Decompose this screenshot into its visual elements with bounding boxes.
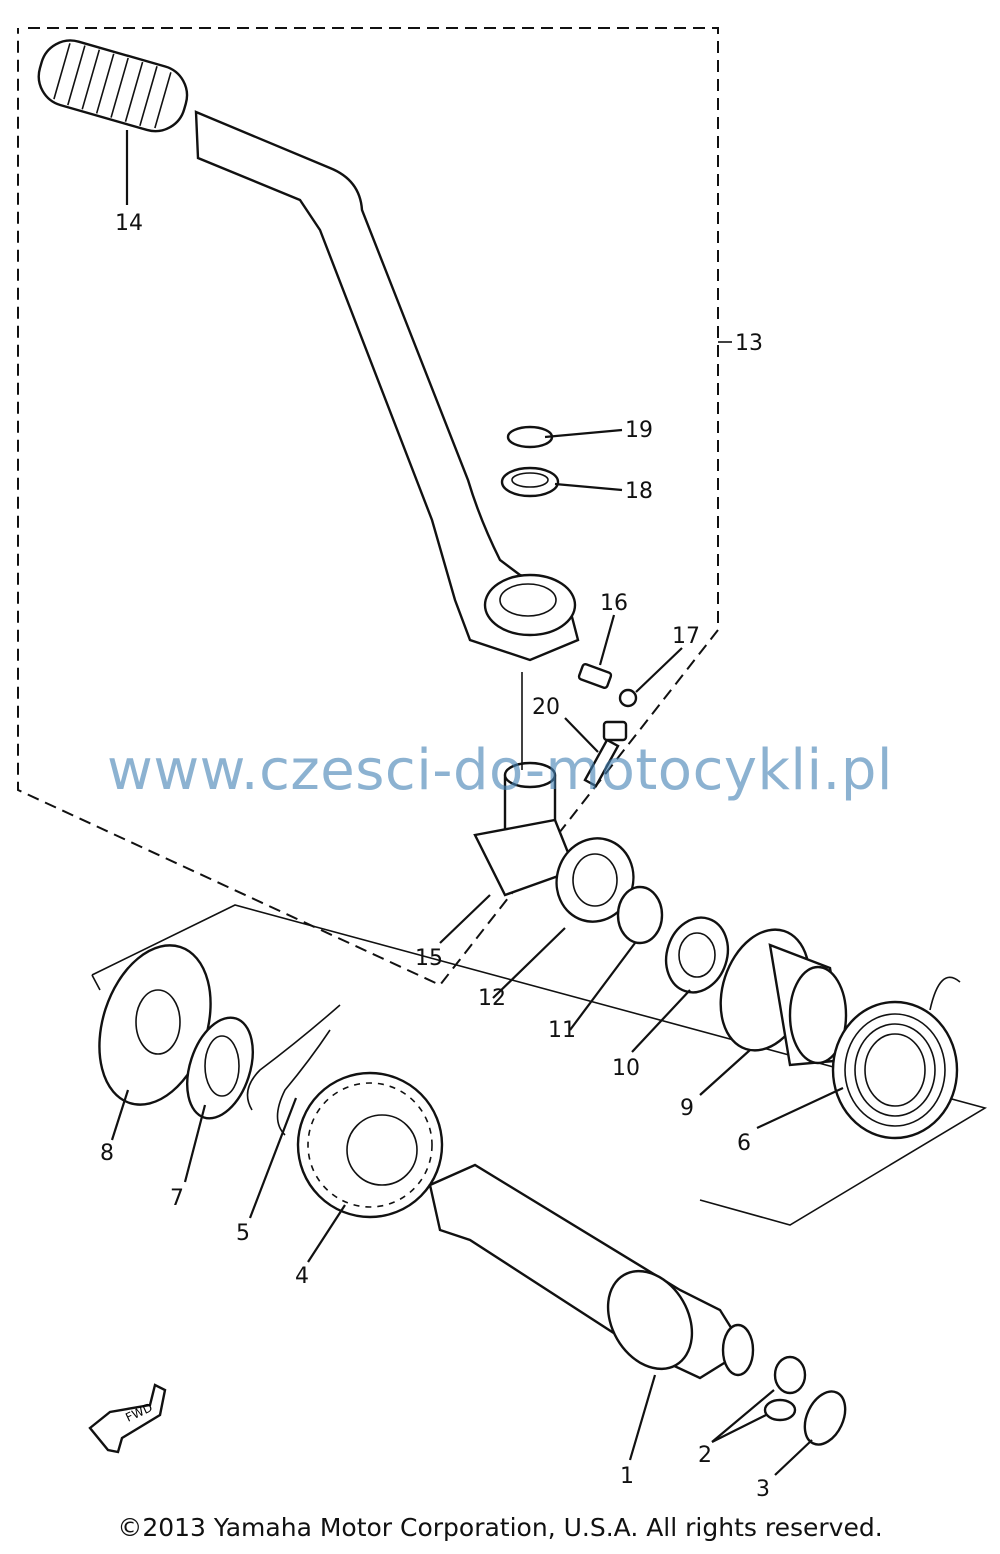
- forward-arrow-icon: [88, 1383, 167, 1454]
- kick-gear-4-inner: [346, 1114, 418, 1186]
- part-label-3: 3: [756, 1477, 770, 1502]
- axle-assembly-outline: [91, 904, 988, 1226]
- axle-assembly-outline-left: [91, 974, 101, 991]
- part-label-16: 16: [600, 591, 628, 616]
- part-label-2: 2: [698, 1443, 712, 1468]
- part-label-8: 8: [100, 1141, 114, 1166]
- part-label-7: 7: [170, 1186, 184, 1211]
- washer-7: [186, 1016, 254, 1120]
- part-label-17: 17: [672, 624, 700, 649]
- washer-7-hole: [204, 1035, 240, 1097]
- part-label-1: 1: [620, 1464, 634, 1489]
- clip-5: [246, 1004, 341, 1136]
- circlip-3: [803, 1390, 847, 1446]
- torsion-spring-6: [831, 1000, 959, 1140]
- washer-18-hole: [511, 472, 549, 488]
- part-label-19: 19: [625, 418, 653, 443]
- part-label-6: 6: [737, 1131, 751, 1156]
- circlip-11: [616, 885, 664, 945]
- kick-axle-1: [428, 1163, 747, 1380]
- leader-lines: [110, 130, 844, 1476]
- ball-17: [618, 688, 638, 708]
- copyright-notice: ©2013 Yamaha Motor Corporation, U.S.A. A…: [117, 1513, 883, 1542]
- website-watermark: www.czesci-do-motocykli.pl: [107, 738, 893, 803]
- ratchet-2a: [773, 1355, 807, 1395]
- kick-gear-4: [296, 1071, 444, 1219]
- kick-crank-boss-hole: [499, 583, 557, 617]
- part-label-14: 14: [115, 211, 143, 236]
- torsion-spring-6-hook: [929, 976, 961, 1011]
- part-label-9: 9: [680, 1096, 694, 1121]
- bolt-20-head: [602, 720, 628, 742]
- part-label-13: 13: [735, 331, 763, 356]
- spring-16: [577, 662, 613, 690]
- torsion-spring-6-coils: [844, 1013, 946, 1127]
- part-label-5: 5: [236, 1221, 250, 1246]
- part-label-11: 11: [548, 1018, 576, 1043]
- kick-crank-lever: [194, 110, 580, 662]
- washer-10: [664, 916, 730, 994]
- part-label-20: 20: [532, 695, 560, 720]
- kick-axle-1-gear: [606, 1269, 694, 1371]
- part-label-4: 4: [295, 1264, 309, 1289]
- part-label-18: 18: [625, 479, 653, 504]
- oil-seal-12-hole: [572, 853, 618, 907]
- part-label-10: 10: [612, 1056, 640, 1081]
- part-label-12: 12: [478, 986, 506, 1011]
- kick-crank-assembly-outline: [17, 27, 719, 987]
- kick-grip: [37, 39, 189, 133]
- kick-gear-4-teeth: [307, 1082, 433, 1208]
- ratchet-2b: [763, 1398, 797, 1422]
- spring-guide-9-end: [788, 965, 848, 1065]
- kick-boss-15-top: [503, 761, 557, 789]
- washer-10-hole: [678, 932, 716, 978]
- part-label-15: 15: [415, 946, 443, 971]
- bolt-20: [583, 738, 620, 788]
- kick-axle-1-end: [721, 1323, 755, 1377]
- washer-8-hole: [135, 989, 181, 1055]
